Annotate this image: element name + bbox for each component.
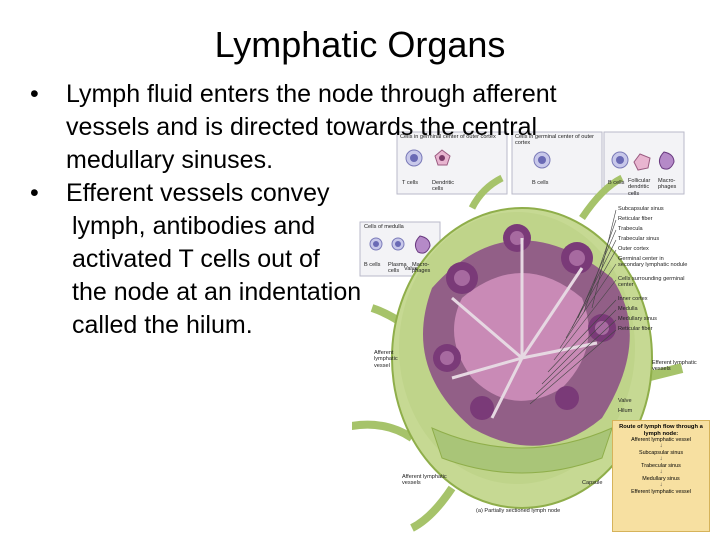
bullet-line: Efferent vessels convey [66,179,330,207]
down-arrow-icon: ↓ [659,456,663,463]
bullet-line: medullary sinuses. [66,146,274,174]
down-arrow-icon: ↓ [659,469,663,476]
figure-caption: (a) Partially sectioned lymph node [476,508,561,514]
label-t-cells: T cells [402,180,419,186]
bullet-line: the node at an indentation [72,278,362,306]
label-germinal-center-nodule: Germinal center in secondary lymphatic n… [618,256,688,269]
route-step: Medullary sinus [642,476,680,483]
bullet-line: vessels and is directed towards the cent… [66,113,538,141]
bullet-line: lymph, antibodies and [72,212,316,240]
route-step: Trabecular sinus [641,463,681,470]
label-valve-left: Valve [404,266,418,272]
route-of-lymph-flow-box: Route of lymph flow through a lymph node… [612,420,710,532]
label-capsule: Capsule [582,480,603,486]
label-macrophages-medulla: Macro-phages [412,262,431,275]
bullet-dot-icon: • [30,179,39,207]
label-reticular-fiber-2: Reticular fiber [618,326,653,332]
label-germinal-center-cells: Cells in germinal center of outer cortex [515,134,594,147]
label-plasma-cells: Plasma cells [388,262,407,275]
lymph-node-figure: Cells in germinal center of outer cortex… [341,128,720,540]
label-afferent-vessel-top: Afferent lymphatic vessel [374,350,398,369]
label-medulla: Medulla [618,306,638,312]
label-reticular-fiber: Reticular fiber [618,216,653,222]
route-step: Efferent lymphatic vessel [631,489,691,496]
label-b-cells-top: B cells [532,180,549,186]
route-step: Subcapsular sinus [638,450,684,457]
lymph-node-illustration [341,131,685,532]
bullet-line: activated T cells out of [72,245,320,273]
label-b-cells-right: B cells [608,180,625,186]
label-trabecula: Trabecula [618,226,643,232]
label-outer-cortex-cells: Cells in germinal center of outer cortex [400,134,496,140]
label-trabecular-sinus: Trabecular sinus [618,236,660,242]
label-follicular-dendritic: Follicular dendritic cells [628,178,651,197]
route-title: Route of lymph flow through a lymph node… [619,424,703,437]
label-hilum: Hilum [618,408,633,414]
label-cells-surrounding-germinal: Cells surrounding germinal center [618,276,685,289]
label-cells-of-medulla: Cells of medulla [364,224,404,230]
bullet-list: • Lymph fluid enters the node through af… [30,78,670,342]
route-step: Afferent lymphatic vessel [631,437,691,444]
bullet-line: Lymph fluid enters the node through affe… [66,80,557,108]
cellbox-germinal [511,131,603,195]
label-macrophages-top: Macro-phages [658,178,677,191]
slide-title: Lymphatic Organs [214,24,506,65]
bullet-item: • Efferent vessels convey lymph, antibod… [30,177,670,342]
down-arrow-icon: ↓ [659,443,663,450]
label-outer-cortex: Outer cortex [618,246,649,252]
label-inner-cortex: Inner cortex [618,296,648,302]
label-dendritic-cells: Dendritic cells [432,180,455,193]
label-valve-right: Valve [618,398,632,404]
label-efferent-vessels: Efferent lymphatic vessels [652,360,697,373]
label-medullary-sinus: Medullary sinus [618,316,657,322]
label-b-cells-medulla: B cells [364,262,381,268]
bullet-line: called the hilum. [72,311,253,339]
bullet-item: • Lymph fluid enters the node through af… [30,78,670,177]
bullet-dot-icon: • [30,80,39,108]
down-arrow-icon: ↓ [659,482,663,489]
label-afferent-vessels-bottom: Afferent lymphatic vessels [402,474,447,487]
label-subcapsular-sinus: Subcapsular sinus [618,206,664,212]
